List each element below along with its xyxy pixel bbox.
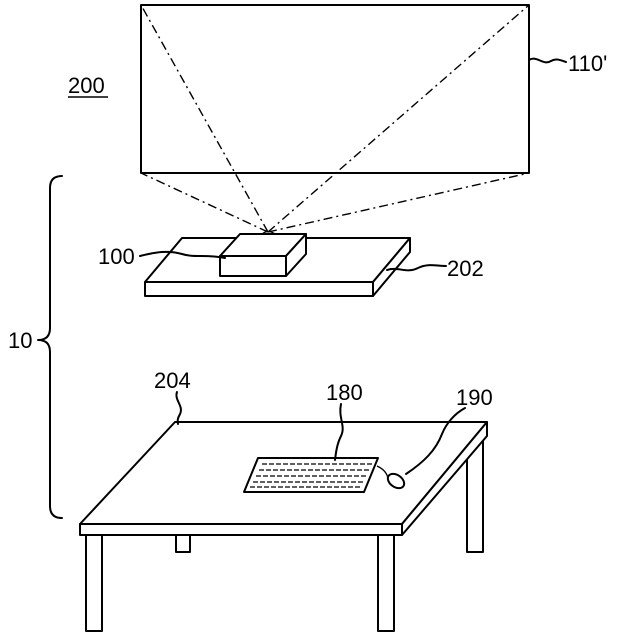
table bbox=[79, 421, 488, 632]
mouse bbox=[386, 472, 406, 490]
assembly-brace bbox=[37, 175, 63, 519]
label-200: 200 bbox=[68, 73, 105, 98]
label-190: 190 bbox=[456, 385, 493, 410]
projector bbox=[219, 230, 307, 277]
label-100: 100 bbox=[98, 244, 135, 269]
label-110-prime: 110' bbox=[568, 51, 607, 76]
label-180: 180 bbox=[326, 380, 363, 405]
leader-lines bbox=[139, 57, 567, 475]
label-202: 202 bbox=[447, 256, 484, 281]
keyboard bbox=[243, 457, 389, 493]
keyboard-keys bbox=[250, 463, 372, 488]
label-10: 10 bbox=[8, 328, 32, 353]
projected-image bbox=[140, 4, 530, 233]
label-204: 204 bbox=[154, 368, 191, 393]
